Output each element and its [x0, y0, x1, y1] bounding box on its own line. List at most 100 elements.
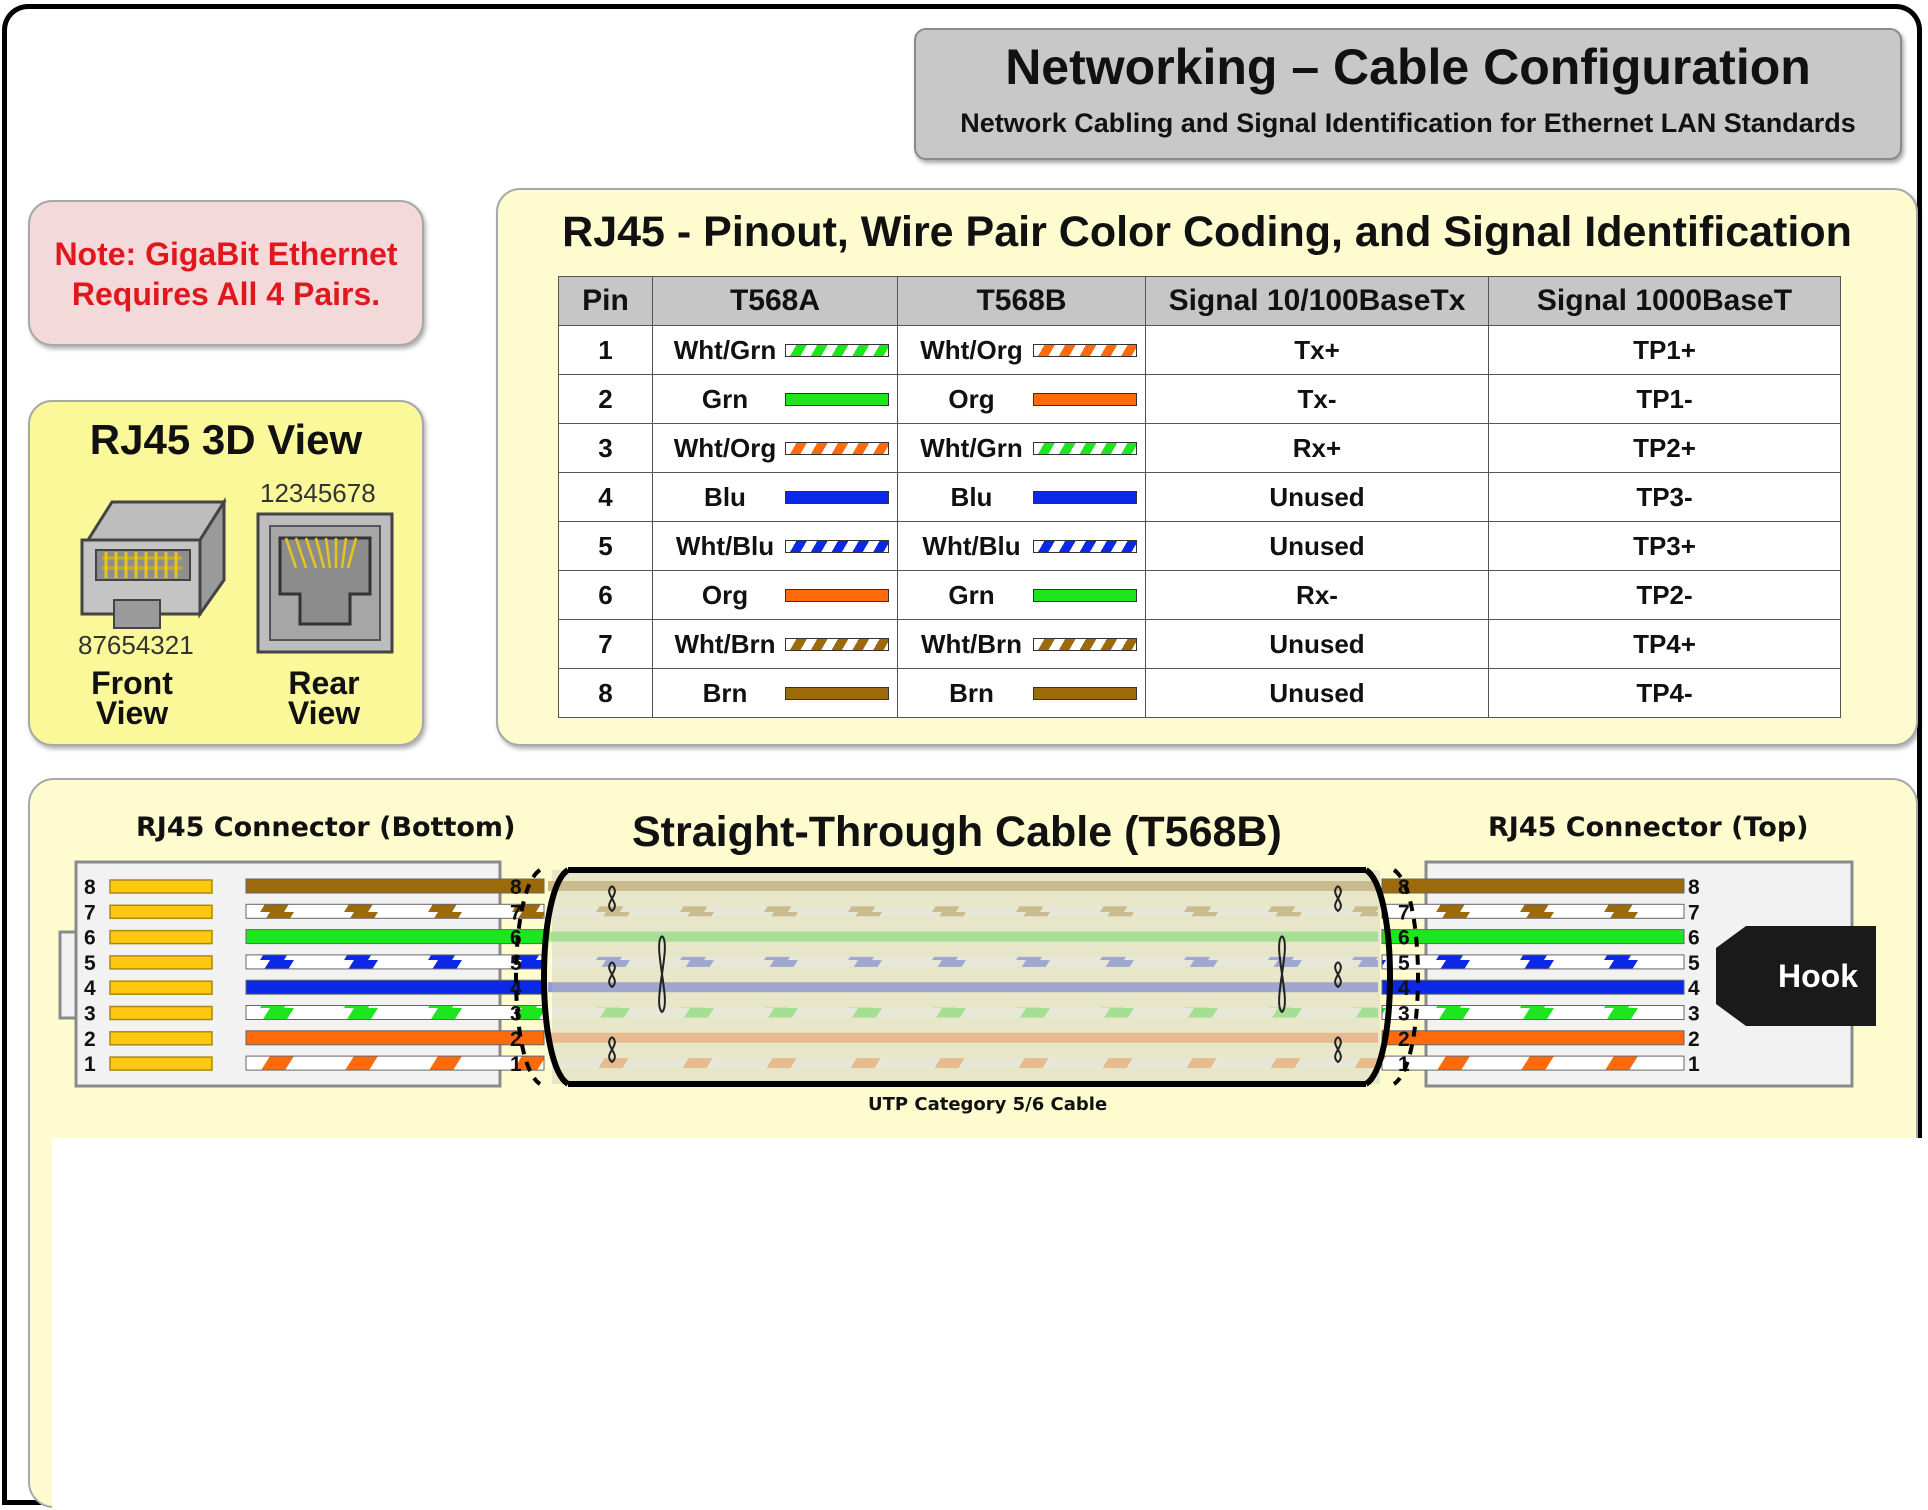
gold-contact-4 [109, 980, 213, 995]
right-connector-label: RJ45 Connector (Top) [1488, 812, 1809, 843]
right-wire-7 [1381, 903, 1685, 919]
front-caption-line-1: Front [91, 665, 173, 701]
cell-t568b: Brn [897, 668, 1146, 718]
pin-number-right-inner: 5 [1398, 952, 1410, 975]
pin-number-right-outer: 1 [1688, 1053, 1700, 1076]
wire-color-swatch [1033, 343, 1137, 357]
cell-signal-100: Unused [1145, 472, 1489, 522]
pin-number-right-inner: 6 [1398, 927, 1410, 950]
rj45-3d-view-title: RJ45 3D View [89, 416, 363, 463]
cell-t568a: Wht/Grn [652, 325, 898, 375]
cell-t568a: Blu [652, 472, 898, 522]
pin-number-left-outer: 2 [84, 1028, 96, 1051]
cell-t568b-label: Wht/Org [920, 334, 1023, 365]
cable-jacket-left-dash [514, 868, 542, 1086]
cable-jacket-right-end [1363, 867, 1393, 1087]
cable-jacket-right-dash [1392, 868, 1420, 1086]
front-caption-line-2: View [95, 695, 169, 731]
hook-label: Hook [1778, 958, 1858, 994]
cell-pin: 2 [558, 374, 653, 424]
cable-wire-5 [548, 956, 1378, 967]
cable-wire-1 [548, 1058, 1378, 1069]
cell-pin: 4 [558, 472, 653, 522]
pin-number-right-outer: 4 [1688, 977, 1700, 1000]
cell-signal-100: Unused [1145, 619, 1489, 669]
pin-number-left-inner: 2 [510, 1028, 522, 1051]
cable-caption: UTP Category 5/6 Cable [868, 1094, 1108, 1115]
pin-number-right-inner: 2 [1398, 1028, 1410, 1051]
left-wire-2 [245, 1030, 545, 1046]
gold-contact-7 [109, 904, 213, 920]
pin-number-left-outer: 1 [84, 1053, 96, 1076]
cell-pin: 6 [558, 570, 653, 620]
cell-signal-100: Rx- [1145, 570, 1489, 620]
right-wire-3 [1381, 1005, 1685, 1020]
right-wire-4 [1381, 979, 1685, 995]
twist-mark [1334, 961, 1342, 989]
twist-mark [608, 961, 616, 989]
cell-t568b: Blu [897, 472, 1146, 522]
pin-number-left-outer: 3 [84, 1003, 96, 1026]
wire-color-swatch [1033, 686, 1137, 700]
pin-number-right-outer: 7 [1688, 901, 1700, 924]
pin-number-right-inner: 4 [1398, 977, 1410, 1000]
cell-signal-1000: TP2- [1488, 570, 1841, 620]
cell-pin: 3 [558, 423, 653, 473]
left-wire-4 [245, 979, 545, 995]
gold-contact-5 [109, 955, 213, 970]
blank-area [52, 1138, 1928, 1510]
cable-wire-6 [548, 931, 1378, 942]
twist-mark [658, 935, 666, 1014]
cell-signal-1000: TP3- [1488, 472, 1841, 522]
left-wire-5 [245, 954, 545, 970]
cell-t568b-label: Wht/Grn [920, 432, 1023, 463]
cell-t568a-label: Wht/Brn [674, 628, 776, 659]
pin-number-left-outer: 7 [84, 901, 96, 924]
cell-t568b-label: Brn [949, 677, 994, 708]
wire-color-swatch [785, 539, 889, 553]
header-signal-100: Signal 10/100BaseTx [1145, 276, 1489, 326]
pin-number-left-inner: 7 [510, 901, 522, 924]
cell-t568a: Org [652, 570, 898, 620]
cell-t568a-label: Blu [704, 481, 746, 512]
gold-contact-3 [109, 1005, 213, 1021]
gold-contact-6 [109, 929, 213, 945]
left-wire-1 [245, 1055, 545, 1071]
page-subtitle: Network Cabling and Signal Identificatio… [960, 108, 1856, 138]
right-wire-8 [1381, 878, 1685, 894]
cell-signal-1000: TP4- [1488, 668, 1841, 718]
rear-view-caption: Rear View [264, 667, 384, 729]
pin-number-left-outer: 4 [84, 977, 96, 1000]
gold-contact-2 [109, 1031, 213, 1046]
cell-t568b-label: Wht/Blu [922, 530, 1021, 561]
pinout-title: RJ45 - Pinout, Wire Pair Color Coding, a… [562, 208, 1852, 256]
cell-signal-100: Unused [1145, 521, 1489, 571]
rj45-plug-illustrations [80, 496, 394, 654]
left-connector-body [74, 860, 502, 1088]
note-line-1: Note: GigaBit Ethernet [54, 236, 398, 272]
cell-pin: 8 [558, 668, 653, 718]
right-wire-1 [1381, 1055, 1685, 1071]
cable-wire-2 [548, 1032, 1378, 1043]
cell-pin: 7 [558, 619, 653, 669]
cable-wire-3 [548, 1007, 1378, 1018]
twist-mark [608, 885, 616, 913]
gold-contact-8 [109, 879, 213, 894]
right-wire-6 [1381, 929, 1685, 945]
pin-number-left-inner: 4 [510, 977, 522, 1000]
twist-mark [1334, 1036, 1342, 1064]
rj45-front-plug-icon [80, 496, 227, 629]
gigabit-note: Note: GigaBit Ethernet Requires All 4 Pa… [28, 200, 424, 346]
wire-color-swatch [1033, 588, 1137, 602]
rj45-rear-plug-icon [256, 512, 394, 654]
pinout-header-row: Pin T568A T568B Signal 10/100BaseTx Sign… [558, 276, 1841, 326]
cable-wire-4 [548, 982, 1378, 993]
left-connector-label: RJ45 Connector (Bottom) [136, 812, 516, 843]
cell-t568a: Wht/Blu [652, 521, 898, 571]
rj45-3d-view-panel: RJ45 3D View 87654321 12345678 [28, 400, 424, 746]
pin-number-left-outer: 5 [84, 952, 96, 975]
left-wire-8 [245, 878, 545, 894]
outer-frame [2, 4, 1922, 1505]
